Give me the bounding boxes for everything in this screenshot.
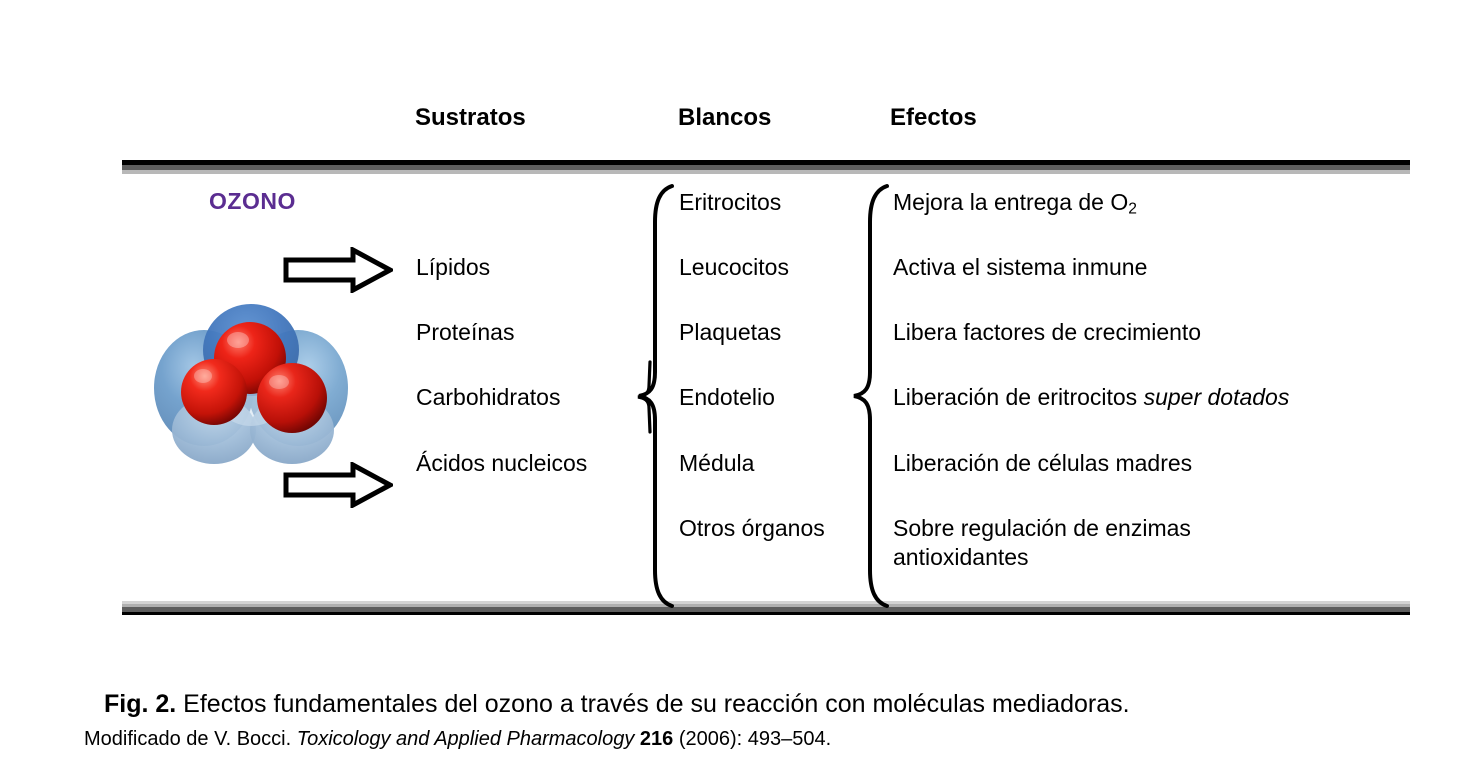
- efecto-text: Liberación de eritrocitos: [893, 384, 1144, 410]
- brace-efectos: [851, 182, 891, 610]
- arrow-top: [283, 245, 396, 295]
- list-item-blanco: Eritrocitos: [679, 189, 782, 215]
- efecto-emphasis: super dotados: [1143, 384, 1290, 410]
- citation-volume: 216: [639, 728, 674, 750]
- list-item-efecto: Mejora la entrega de O2: [893, 188, 1413, 219]
- top-divider-rule: [122, 160, 1410, 174]
- right-arrow-icon: [283, 460, 396, 510]
- column-header-blancos: Blancos: [678, 104, 772, 131]
- citation-prefix: Modificado de V. Bocci.: [84, 728, 297, 750]
- list-item-efecto: Liberación de células madres: [893, 450, 1193, 476]
- curly-brace-icon: [637, 360, 652, 434]
- list-item-efecto: Sobre regulación de enzimas antioxidante…: [893, 515, 1191, 571]
- ozone-molecule-image: [152, 288, 350, 468]
- list-item-blanco: Endotelio: [679, 384, 775, 410]
- citation-journal: Toxicology and Applied Pharmacology: [296, 728, 635, 750]
- efecto-text: Mejora la entrega de O: [893, 189, 1129, 215]
- figure-caption-title: Efectos fundamentales del ozono a través…: [176, 690, 1130, 718]
- curly-brace-icon: [853, 184, 889, 608]
- list-item-blanco: Médula: [679, 450, 755, 476]
- list-item-blanco: Plaquetas: [679, 319, 782, 345]
- list-item-blanco: Otros órganos: [679, 515, 825, 541]
- column-header-sustratos: Sustratos: [415, 104, 526, 131]
- bottom-divider-rule: [122, 601, 1410, 615]
- list-item-efecto: Liberación de eritrocitos super dotados: [893, 383, 1413, 412]
- right-arrow-icon: [283, 245, 396, 295]
- list-item-sustrato: Proteínas: [416, 319, 515, 345]
- list-item-sustrato: Carbohidratos: [416, 384, 561, 410]
- list-item-efecto: Activa el sistema inmune: [893, 254, 1148, 280]
- curly-brace-icon: [638, 184, 674, 608]
- list-item-sustrato: Lípidos: [416, 254, 491, 280]
- list-item-efecto: Libera factores de crecimiento: [893, 319, 1202, 345]
- arrow-bottom: [283, 460, 396, 510]
- list-item-blanco: Leucocitos: [679, 254, 789, 280]
- figure-source-citation: Modificado de V. Bocci. Toxicology and A…: [84, 727, 1404, 751]
- citation-rest: (2006): 493–504.: [673, 728, 832, 750]
- ozone-molecule-icon: [154, 304, 348, 464]
- figure-number: Fig. 2.: [104, 690, 177, 718]
- brace-blancos: [636, 182, 676, 610]
- efecto-subscript: 2: [1128, 200, 1137, 218]
- column-header-efectos: Efectos: [890, 104, 977, 131]
- figure-caption: Fig. 2. Efectos fundamentales del ozono …: [104, 690, 1404, 719]
- list-item-sustrato: Ácidos nucleicos: [416, 450, 588, 476]
- ozono-label: OZONO: [209, 188, 296, 214]
- brace-sustratos: [624, 360, 652, 434]
